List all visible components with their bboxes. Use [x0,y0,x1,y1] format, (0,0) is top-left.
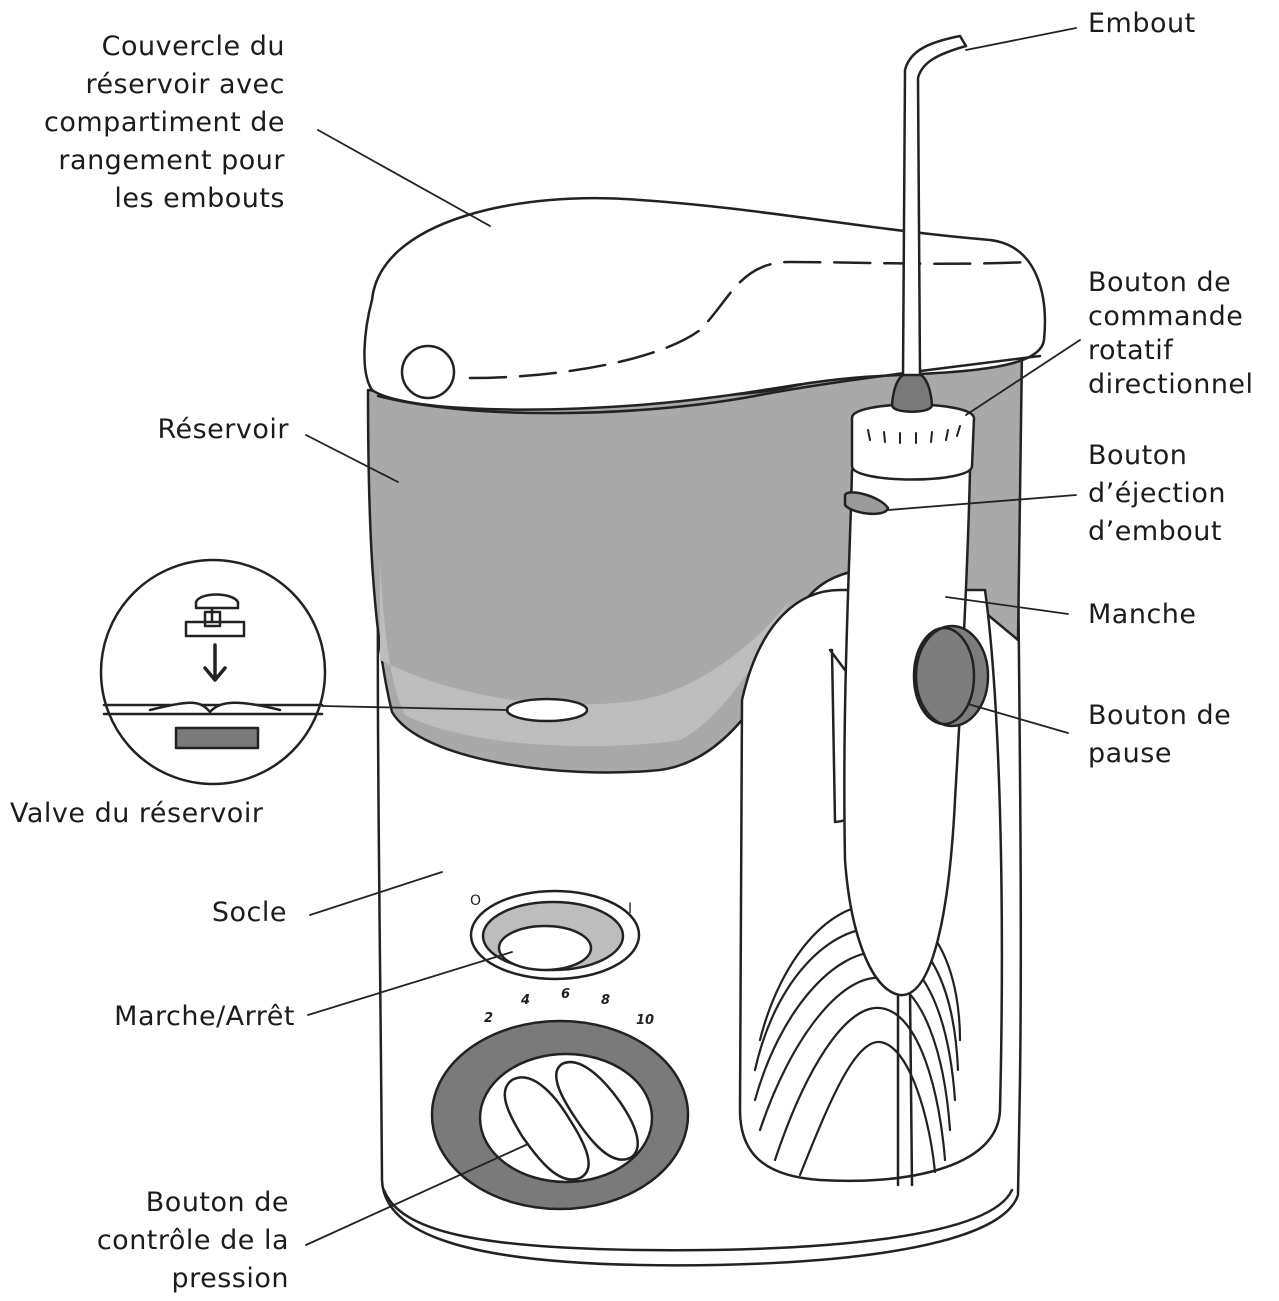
leader-rotation [965,339,1081,416]
rotation-collar [850,403,976,481]
valve-inset-detail [102,593,324,750]
label-handle: Manche [1088,596,1197,634]
dial-mark-8: 8 [601,993,610,1008]
leader-tip [965,27,1077,51]
label-reservoir-line: Réservoir [157,414,289,445]
leader-reservoir [305,434,399,483]
label-pause-line: pause [1088,738,1172,769]
leader-eject [887,494,1077,511]
label-lid-line: réservoir avec [85,69,285,100]
label-power-line: Marche/Arrêt [114,1001,295,1032]
power-switch-button [497,924,593,972]
leader-lines [305,27,1081,1246]
label-rotation-line: rotatif [1088,335,1174,366]
leader-pressure [305,1143,529,1246]
lid-edge [376,354,1042,415]
label-valve-line: Valve du réservoir [10,798,264,829]
label-lid-line: Couvercle du [101,31,285,62]
leader-power [307,951,513,1016]
leader-valve [321,705,509,711]
label-pressure: Bouton de contrôle de la pression [97,1184,289,1298]
label-reservoir: Réservoir [157,411,289,449]
label-rotation: Bouton de commande rotatif directionnel [1088,266,1254,402]
label-eject-line: d’éjection [1088,478,1227,509]
dial-mark-10: 10 [636,1013,654,1028]
eject-button [843,491,890,516]
reservoir-lid [363,196,1047,411]
pressure-dial-grip-2 [554,1061,639,1161]
label-lid: Couvercle du réservoir avec compartiment… [44,28,285,218]
label-eject-line: Bouton [1088,440,1188,471]
dial-mark-2: 2 [484,1011,493,1026]
label-pause: Bouton de pause [1088,697,1231,773]
label-base-line: Socle [211,897,287,928]
dial-mark-6: 6 [561,987,570,1002]
label-lid-line: compartiment de [44,107,285,138]
label-base: Socle [212,894,287,932]
tip-base [890,370,934,413]
base-rim [382,1188,1014,1252]
tip-tube [901,34,968,377]
hose-tube [896,988,914,1187]
label-lid-line: rangement pour [58,145,285,176]
dial-mark-4: 4 [520,993,530,1008]
label-rotation-line: Bouton de [1088,267,1232,298]
on-mark: I [628,901,632,917]
valve-inset-circle [99,558,327,786]
leader-lid [317,129,491,227]
leader-base [309,871,443,916]
label-pressure-line: contrôle de la [96,1225,289,1256]
label-pressure-line: pression [171,1263,289,1294]
label-eject-line: d’embout [1088,516,1222,547]
label-pressure-line: Bouton de [145,1187,289,1218]
pause-button-rim [912,626,976,726]
label-tip-line: Embout [1088,8,1196,39]
label-valve: Valve du réservoir [10,795,263,833]
pressure-dial-grip [503,1076,590,1181]
label-power: Marche/Arrêt [114,998,295,1036]
collar-ridges [867,425,961,444]
label-tip: Embout [1088,5,1196,43]
off-mark: O [470,893,481,909]
label-eject: Bouton d’éjection d’embout [1088,437,1226,551]
leader-handle [945,596,1069,615]
label-lid-line: les embouts [114,183,285,214]
lid-latch [400,344,456,400]
label-handle-line: Manche [1088,599,1197,630]
label-pause-line: Bouton de [1088,700,1232,731]
pause-button [914,624,990,728]
reservoir-valve [505,697,589,723]
reservoir-band [380,560,790,747]
leader-pause [967,703,1069,734]
label-rotation-line: commande [1088,301,1244,332]
label-rotation-line: directionnel [1088,369,1254,400]
